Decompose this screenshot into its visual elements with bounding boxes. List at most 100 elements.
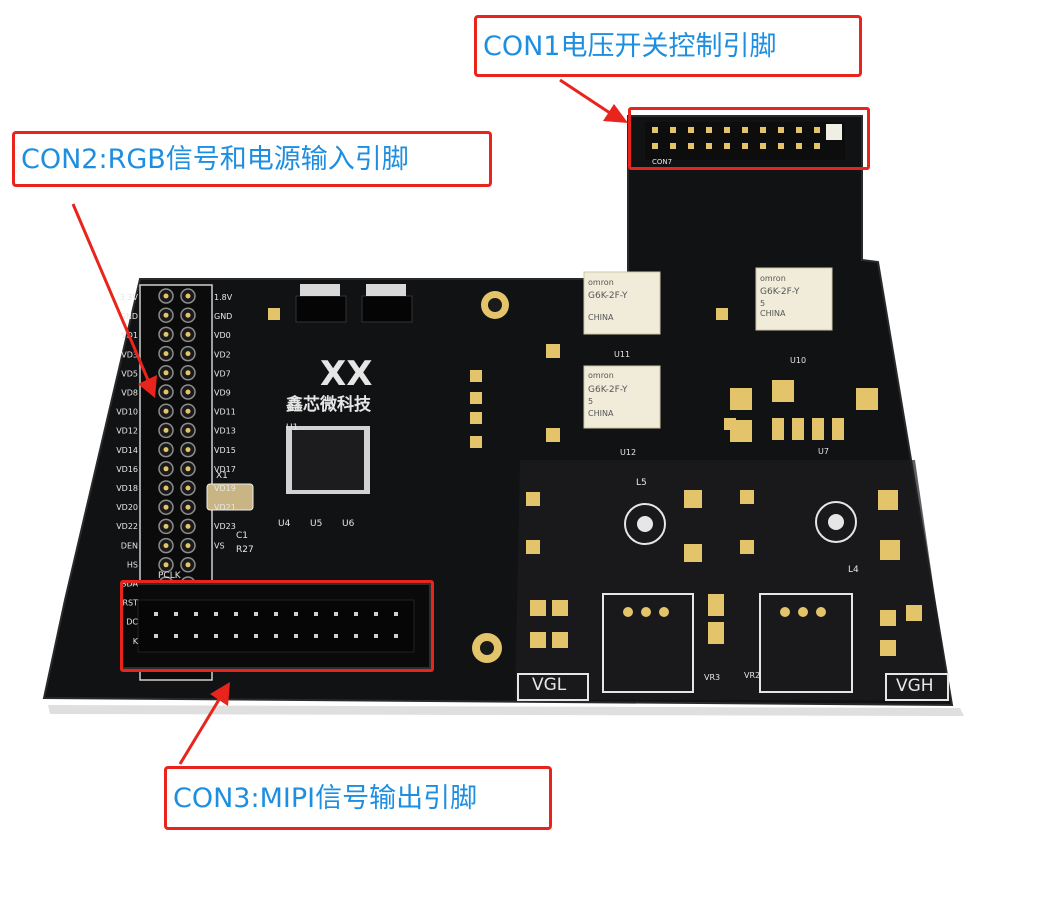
regulator-u2 — [361, 295, 413, 323]
con3-pin — [374, 612, 378, 616]
header-pin — [760, 143, 766, 149]
header-pin-core — [163, 408, 169, 414]
con3-pin — [174, 612, 178, 616]
pot-pin — [780, 607, 790, 617]
con3-pin — [374, 634, 378, 638]
con3-connector — [121, 583, 431, 669]
right-pin-label: VS — [214, 541, 225, 550]
callout-con1: CON1电压开关控制引脚 — [474, 15, 862, 77]
label-vgl: VGL — [532, 675, 567, 695]
gold-pad — [772, 380, 794, 402]
gold-pad — [878, 490, 898, 510]
header-pin — [652, 143, 658, 149]
gold-pad — [546, 428, 560, 442]
callout-con1-text: CON1电压开关控制引脚 — [483, 30, 777, 62]
header-pin-core — [185, 466, 191, 472]
relay-u12-model: G6K-2F-Y — [588, 385, 628, 395]
header-pin-core — [185, 504, 191, 510]
con3-pin — [214, 634, 218, 638]
label-u11: U11 — [614, 350, 630, 359]
relay-u10-origin: CHINA — [760, 309, 786, 318]
con3-pin — [314, 612, 318, 616]
header-pin — [760, 127, 766, 133]
gold-pad — [552, 600, 568, 616]
header-pin — [688, 143, 694, 149]
left-pin-label: GND — [120, 312, 138, 321]
left-pin-label: 3.3V — [120, 293, 139, 302]
inductor-l4 — [815, 501, 857, 543]
con3-pin — [354, 634, 358, 638]
vgl-frame — [517, 673, 589, 701]
pot-pin — [816, 607, 826, 617]
con3-pin — [214, 612, 218, 616]
left-pin-label: VD22 — [116, 522, 138, 531]
relay-u10-model: G6K-2F-Y — [760, 287, 800, 297]
gold-pad — [268, 308, 280, 320]
con3-socket — [137, 599, 415, 653]
gold-pad — [856, 388, 878, 410]
con3-pin — [154, 634, 158, 638]
con3-pin — [354, 612, 358, 616]
gold-pad — [708, 622, 724, 644]
gold-pad — [906, 605, 922, 621]
right-pin-label: VD2 — [214, 350, 231, 359]
gold-pad — [880, 540, 900, 560]
relay-u12 — [583, 365, 661, 429]
gold-pad — [530, 600, 546, 616]
left-pin-label: DEN — [121, 541, 138, 550]
con3-pin — [314, 634, 318, 638]
left-pin-label: VD18 — [116, 484, 138, 493]
arrow-con3-head — [210, 682, 230, 706]
gold-pad — [684, 490, 702, 508]
con3-pins — [154, 612, 398, 638]
label-vr2: VR2 — [744, 671, 760, 680]
right-pin-label: VD0 — [214, 331, 231, 340]
header-pin-core — [185, 312, 191, 318]
header-pin — [814, 143, 820, 149]
label-c1: C1 — [236, 531, 248, 541]
mounting-hole-bottom-center — [480, 641, 494, 655]
gold-pad — [470, 392, 482, 404]
header-pin-core — [163, 293, 169, 299]
con2-left-labels: 3.3VGNDVD1VD3VD5VD8VD10VD12VD14VD16VD18V… — [116, 293, 139, 646]
right-pin-label: 1.8V — [214, 293, 233, 302]
right-pin-label: VD11 — [214, 408, 236, 417]
gold-pad — [740, 490, 754, 504]
inductor-l5 — [624, 503, 666, 545]
arrow-con3-line — [178, 697, 222, 765]
label-con7: CON7 — [652, 158, 672, 166]
header-pin-core — [185, 370, 191, 376]
left-pin-label: HS — [127, 560, 138, 569]
con3-pin — [234, 634, 238, 638]
header-pin — [742, 143, 748, 149]
gold-pad — [792, 418, 804, 440]
regulator-tab-1 — [300, 284, 340, 296]
header-pin — [796, 143, 802, 149]
left-pin-label: VD16 — [116, 465, 138, 474]
con3-pin — [234, 612, 238, 616]
left-pin-label: VD10 — [116, 408, 138, 417]
gold-pad — [708, 594, 724, 616]
header-pin-core — [163, 466, 169, 472]
con1-pins — [652, 127, 820, 149]
left-pin-label: VD12 — [116, 427, 138, 436]
gold-pad — [880, 640, 896, 656]
header-pin-core — [163, 427, 169, 433]
inductors — [624, 501, 857, 545]
header-pin — [652, 127, 658, 133]
gold-pad — [812, 418, 824, 440]
header-pin — [670, 127, 676, 133]
left-pin-label: VD14 — [116, 446, 138, 455]
silkscreen: XX 鑫芯微科技 U1 U4 U5 U6 X1 C1 R27 PCLK CON7… — [158, 158, 934, 696]
header-pin-core — [185, 389, 191, 395]
pot-pin — [659, 607, 669, 617]
gold-pad — [552, 632, 568, 648]
header-pin-core — [185, 543, 191, 549]
header-pin-core — [185, 408, 191, 414]
inductor-l4-core — [828, 514, 844, 530]
relay-u12-voltage: 5 — [588, 397, 593, 406]
con3-pin — [334, 634, 338, 638]
header-pin-core — [163, 331, 169, 337]
gold-pads — [268, 308, 922, 656]
arrow-con1-line — [559, 78, 611, 115]
